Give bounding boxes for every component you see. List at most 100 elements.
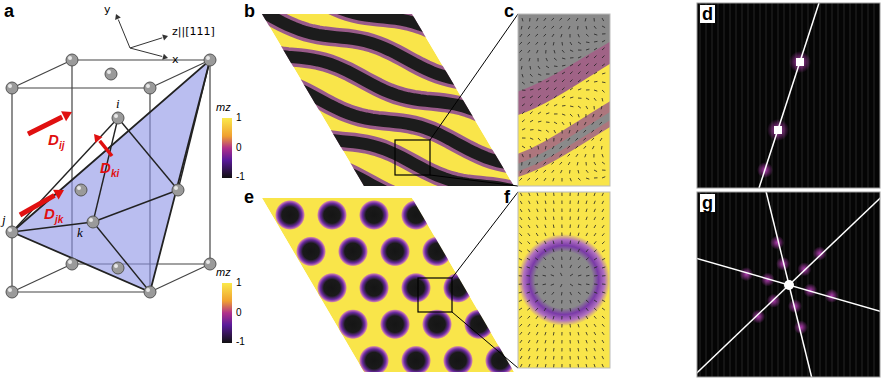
skyrmion xyxy=(170,309,200,339)
spin-arrow xyxy=(578,42,581,44)
panel-frame xyxy=(697,192,880,377)
skyrmion xyxy=(632,236,662,266)
spin-arrow xyxy=(578,316,579,319)
spin-arrow xyxy=(528,225,530,228)
peak-glow xyxy=(767,119,789,141)
grid-line xyxy=(712,3,713,188)
spin-arrow xyxy=(552,170,554,173)
spin-arrow xyxy=(544,42,546,45)
spin-arrow xyxy=(578,300,580,303)
skyrmion xyxy=(464,236,494,266)
spin-arrow xyxy=(551,162,554,164)
spin-arrow xyxy=(586,275,589,277)
spin-arrow xyxy=(577,122,579,125)
spin-arrow xyxy=(521,66,523,69)
spin-arrow xyxy=(570,178,571,181)
spin-arrow xyxy=(543,284,546,286)
axis-arrow xyxy=(130,38,162,48)
skyrmion xyxy=(191,346,221,376)
spin-arrow xyxy=(586,26,588,29)
spin-arrow xyxy=(528,233,530,236)
cube-edge xyxy=(209,60,210,264)
spin-arrow xyxy=(538,58,539,61)
cube-edge xyxy=(12,60,72,88)
grid-line xyxy=(796,3,797,188)
zoom-ground xyxy=(518,192,610,368)
site-label: k xyxy=(77,226,83,239)
spin-arrow xyxy=(586,292,589,294)
spin-arrow xyxy=(528,209,530,212)
spin-arrow xyxy=(520,356,522,359)
spin-arrow xyxy=(529,193,530,196)
spin-arrow xyxy=(551,18,554,20)
atom-highlight xyxy=(8,288,12,292)
spin-arrow xyxy=(544,300,546,303)
spin-arrow xyxy=(545,233,546,236)
spin-arrow xyxy=(553,249,554,252)
spin-arrow xyxy=(519,284,522,285)
spin-arrow xyxy=(527,267,530,268)
spin-arrow xyxy=(578,241,579,244)
spin-arrow xyxy=(578,249,580,252)
spin-arrow xyxy=(553,178,554,181)
spin-arrow xyxy=(519,50,522,52)
spin-arrow xyxy=(530,96,533,98)
spin-arrow xyxy=(578,364,580,367)
grid-line xyxy=(820,192,821,377)
spin-arrow xyxy=(586,316,588,319)
spin-arrow xyxy=(578,209,580,212)
panel-frame xyxy=(518,14,610,186)
panel-letter: c xyxy=(504,2,514,20)
spin-arrow xyxy=(553,209,555,212)
atom-highlight xyxy=(68,260,72,264)
structure-factor xyxy=(697,192,880,377)
spin-arrow xyxy=(559,18,562,20)
grid-line xyxy=(802,192,803,377)
spin-arrow xyxy=(529,364,530,367)
spin-arrow xyxy=(536,178,538,181)
skyrmion xyxy=(485,273,515,303)
spin-arrow xyxy=(594,217,596,220)
spin-arrow xyxy=(570,257,571,260)
spin-arrow xyxy=(594,332,596,335)
grid-line xyxy=(730,3,731,188)
atom-sphere xyxy=(144,286,156,298)
spin-arrow xyxy=(585,154,586,157)
spin-arrow xyxy=(530,120,533,122)
zoom-box xyxy=(418,278,452,312)
spin-arrow xyxy=(553,225,555,228)
spin-arrow xyxy=(560,146,562,149)
spin-arrow xyxy=(545,356,547,359)
spin-arrow xyxy=(570,97,573,99)
spin-arrow xyxy=(570,225,571,228)
spin-arrow xyxy=(544,241,546,244)
atom-sphere xyxy=(87,216,99,228)
spin-arrow xyxy=(561,193,562,196)
bragg-peak xyxy=(751,309,765,323)
spin-arrow xyxy=(522,97,525,98)
spin-arrow xyxy=(570,201,571,204)
zoom-line xyxy=(430,175,518,186)
spin-arrow xyxy=(594,316,596,319)
skyrmion xyxy=(191,200,221,230)
dm-label: D xyxy=(100,160,111,175)
spin-arrow xyxy=(538,138,540,141)
spin-arrow xyxy=(552,300,554,303)
axis-arrow-head xyxy=(162,54,168,60)
skyrmion xyxy=(422,164,452,194)
zoom-line xyxy=(452,312,518,368)
spin-arrow xyxy=(586,266,589,268)
skyrmion xyxy=(296,236,326,266)
stripe-edge xyxy=(240,144,528,238)
spin-arrow xyxy=(561,201,562,204)
spin-arrow xyxy=(570,274,573,276)
spin-arrow xyxy=(536,324,538,327)
spin-arrow xyxy=(570,106,573,108)
spin-arrow xyxy=(528,241,530,244)
skyrmion xyxy=(170,164,200,194)
spin-arrow xyxy=(586,201,588,204)
skyrmion xyxy=(443,346,473,376)
spin-arrow xyxy=(570,114,572,116)
axis-label: y xyxy=(104,4,111,15)
